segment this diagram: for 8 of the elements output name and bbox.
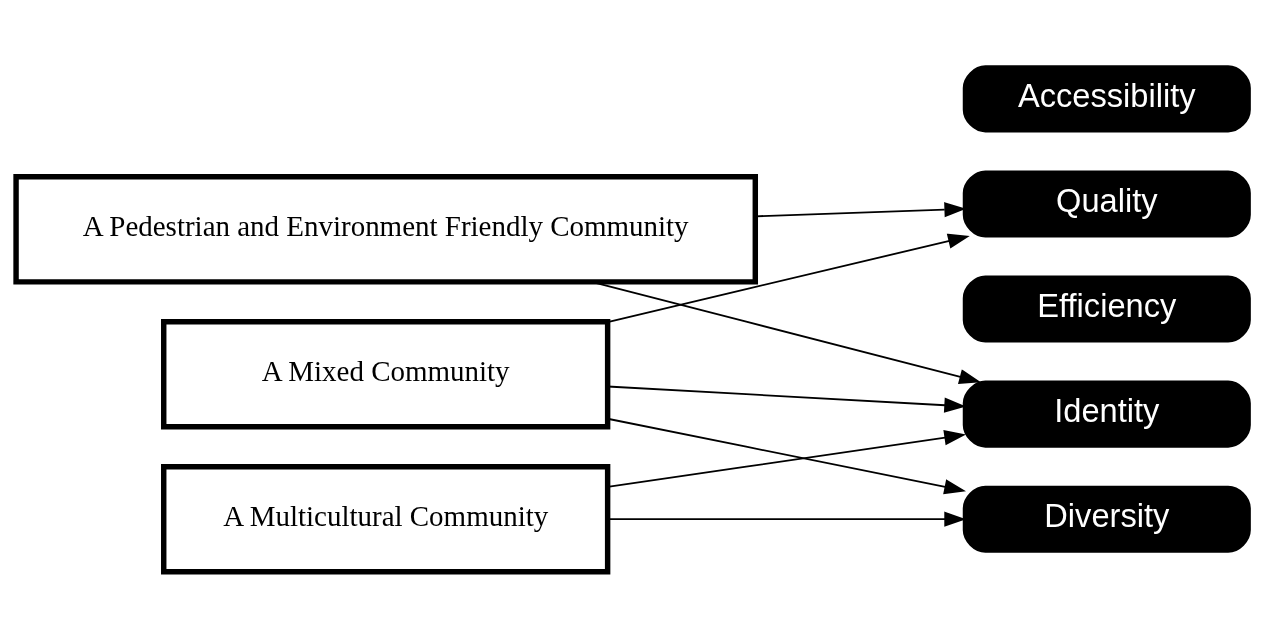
node-box: Accessibility [962,64,1251,132]
node-box: Identity [962,380,1251,448]
node-box: A Pedestrian and Environment Friendly Community [13,173,758,285]
node-box: Efficiency [962,275,1251,343]
node-box: Quality [962,169,1251,237]
node-box: A Mixed Community [161,318,611,430]
node-box: A Multicultural Community [161,463,611,574]
node-box: Diversity [962,485,1251,553]
